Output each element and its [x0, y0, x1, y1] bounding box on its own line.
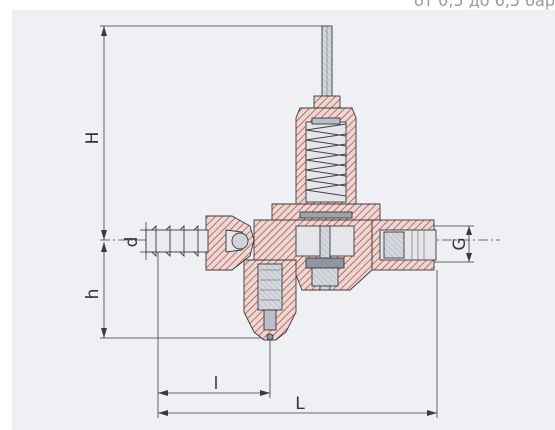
- dim-label-h: h: [83, 289, 103, 300]
- dim-label-d: d: [122, 237, 142, 248]
- dim-label-L: L: [295, 394, 305, 414]
- pressure-range-caption: от 0,5 до 6,5 бар: [413, 0, 555, 10]
- dim-label-G: G: [450, 237, 470, 250]
- valve-body: [145, 25, 437, 341]
- dim-label-H: H: [83, 132, 103, 145]
- spring-coils: [305, 123, 347, 197]
- dim-label-l: l: [214, 374, 219, 394]
